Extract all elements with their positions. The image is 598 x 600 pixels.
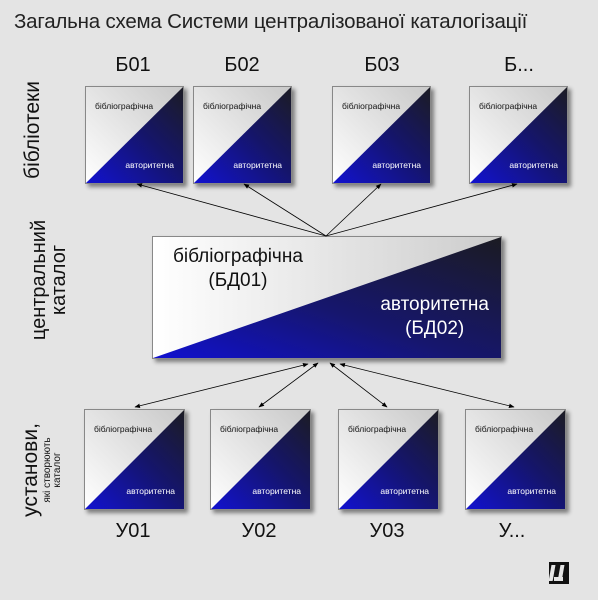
library-database-box: бібліографічна авторитетна: [332, 86, 431, 184]
institution-database-box: бібліографічна авторитетна: [210, 409, 311, 510]
diagonal-split-graphic: [153, 237, 501, 358]
authority-label: авторитетна: [252, 486, 301, 496]
authority-label: авторитетна: [509, 160, 558, 170]
arrow-to-library-4: [325, 183, 518, 237]
arrow-institution-1: [134, 363, 309, 408]
diagonal-split-graphic: [211, 410, 310, 509]
arrow-to-library-1: [136, 183, 327, 237]
authority-label: авторитетна: [372, 160, 421, 170]
central-bibliographic-line2: (БД01): [208, 270, 268, 292]
library-id-label: Б01: [115, 54, 151, 76]
institution-id-label: У02: [241, 520, 277, 542]
institution-database-box: бібліографічна авторитетна: [84, 409, 185, 510]
central-authority-line1: авторитетна: [380, 294, 489, 315]
authority-label: авторитетна: [125, 160, 174, 170]
diagonal-split-graphic: [466, 410, 565, 509]
diagonal-split-graphic: [339, 410, 438, 509]
arrow-institution-4: [339, 363, 515, 408]
diagonal-split-graphic: [86, 87, 183, 183]
arrow-to-library-3: [325, 183, 382, 237]
institution-id-label: У...: [498, 520, 526, 542]
arrow-to-library-2: [243, 183, 327, 237]
bibliographic-label: бібліографічна: [479, 101, 538, 111]
bibliographic-label: бібліографічна: [348, 424, 407, 434]
arrow-institution-2: [258, 362, 319, 408]
authority-label: авторитетна: [126, 486, 175, 496]
authority-label: авторитетна: [507, 486, 556, 496]
library-id-label: Б02: [224, 54, 260, 76]
central-authority-line2: (БД02): [405, 318, 465, 340]
institution-id-label: У03: [369, 520, 405, 542]
bibliographic-label: бібліографічна: [220, 424, 279, 434]
bibliographic-label: бібліографічна: [94, 424, 153, 434]
authority-label: авторитетна: [380, 486, 429, 496]
institution-database-box: бібліографічна авторитетна: [465, 409, 566, 510]
arrow-institution-3: [329, 362, 388, 408]
library-database-box: бібліографічна авторитетна: [469, 86, 568, 184]
central-bibliographic-line1: бібліографічна: [173, 246, 303, 267]
central-authority-label: авторитетна (БД02): [380, 293, 489, 345]
library-database-box: бібліографічна авторитетна: [85, 86, 184, 184]
authority-label: авторитетна: [233, 160, 282, 170]
page-title: Загальна схема Системи централізованої к…: [14, 10, 528, 33]
publisher-logo-icon: [549, 562, 569, 584]
diagonal-split-graphic: [333, 87, 430, 183]
institution-id-label: У01: [115, 520, 151, 542]
diagonal-split-graphic: [85, 410, 184, 509]
bibliographic-label: бібліографічна: [95, 101, 154, 111]
central-catalog-box: бібліографічна (БД01) авторитетна (БД02): [152, 236, 502, 359]
bibliographic-label: бібліографічна: [342, 101, 401, 111]
library-id-label: Б03: [364, 54, 400, 76]
diagonal-split-graphic: [470, 87, 567, 183]
library-id-label: Б...: [504, 54, 534, 76]
library-database-box: бібліографічна авторитетна: [193, 86, 292, 184]
central-bibliographic-label: бібліографічна (БД01): [173, 245, 303, 294]
bibliographic-label: бібліографічна: [475, 424, 534, 434]
diagonal-split-graphic: [194, 87, 291, 183]
bibliographic-label: бібліографічна: [203, 101, 262, 111]
institution-database-box: бібліографічна авторитетна: [338, 409, 439, 510]
